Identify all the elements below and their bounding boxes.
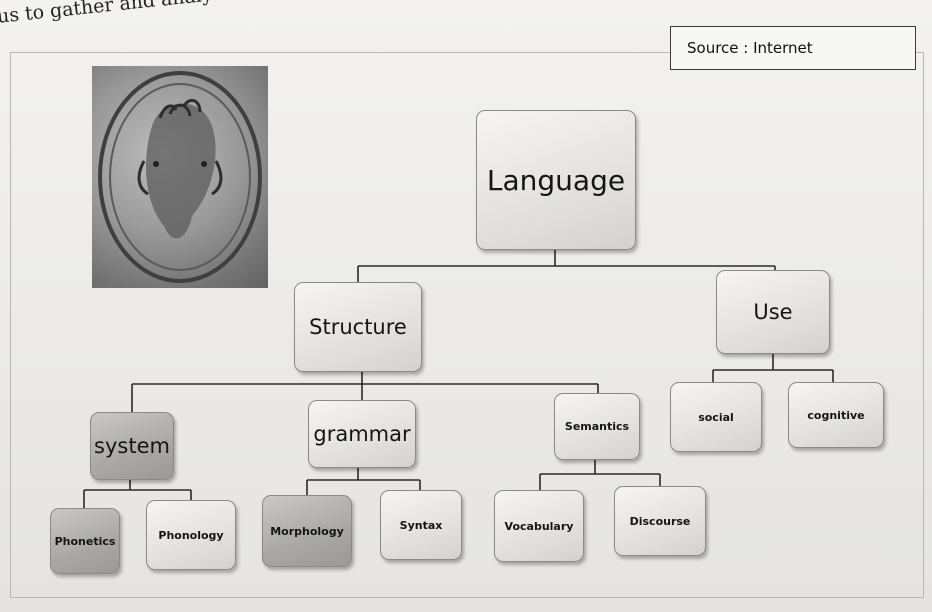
figure-frame <box>10 52 924 598</box>
node-discourse: Discourse <box>614 486 706 556</box>
janus-coin-image <box>92 66 268 288</box>
node-syntax: Syntax <box>380 490 462 560</box>
coin-illustration <box>98 71 262 283</box>
node-social: social <box>670 382 762 452</box>
node-morphology: Morphology <box>262 495 352 567</box>
node-phonology: Phonology <box>146 500 236 570</box>
node-grammar: grammar <box>308 400 416 468</box>
node-structure: Structure <box>294 282 422 372</box>
node-vocabulary: Vocabulary <box>494 490 584 562</box>
node-language: Language <box>476 110 636 250</box>
node-semantics: Semantics <box>554 393 640 460</box>
node-system: system <box>90 412 174 480</box>
node-use: Use <box>716 270 830 354</box>
node-cognitive: cognitive <box>788 382 884 448</box>
node-phonetics: Phonetics <box>50 508 120 574</box>
source-label: Source : Internet <box>670 26 916 70</box>
